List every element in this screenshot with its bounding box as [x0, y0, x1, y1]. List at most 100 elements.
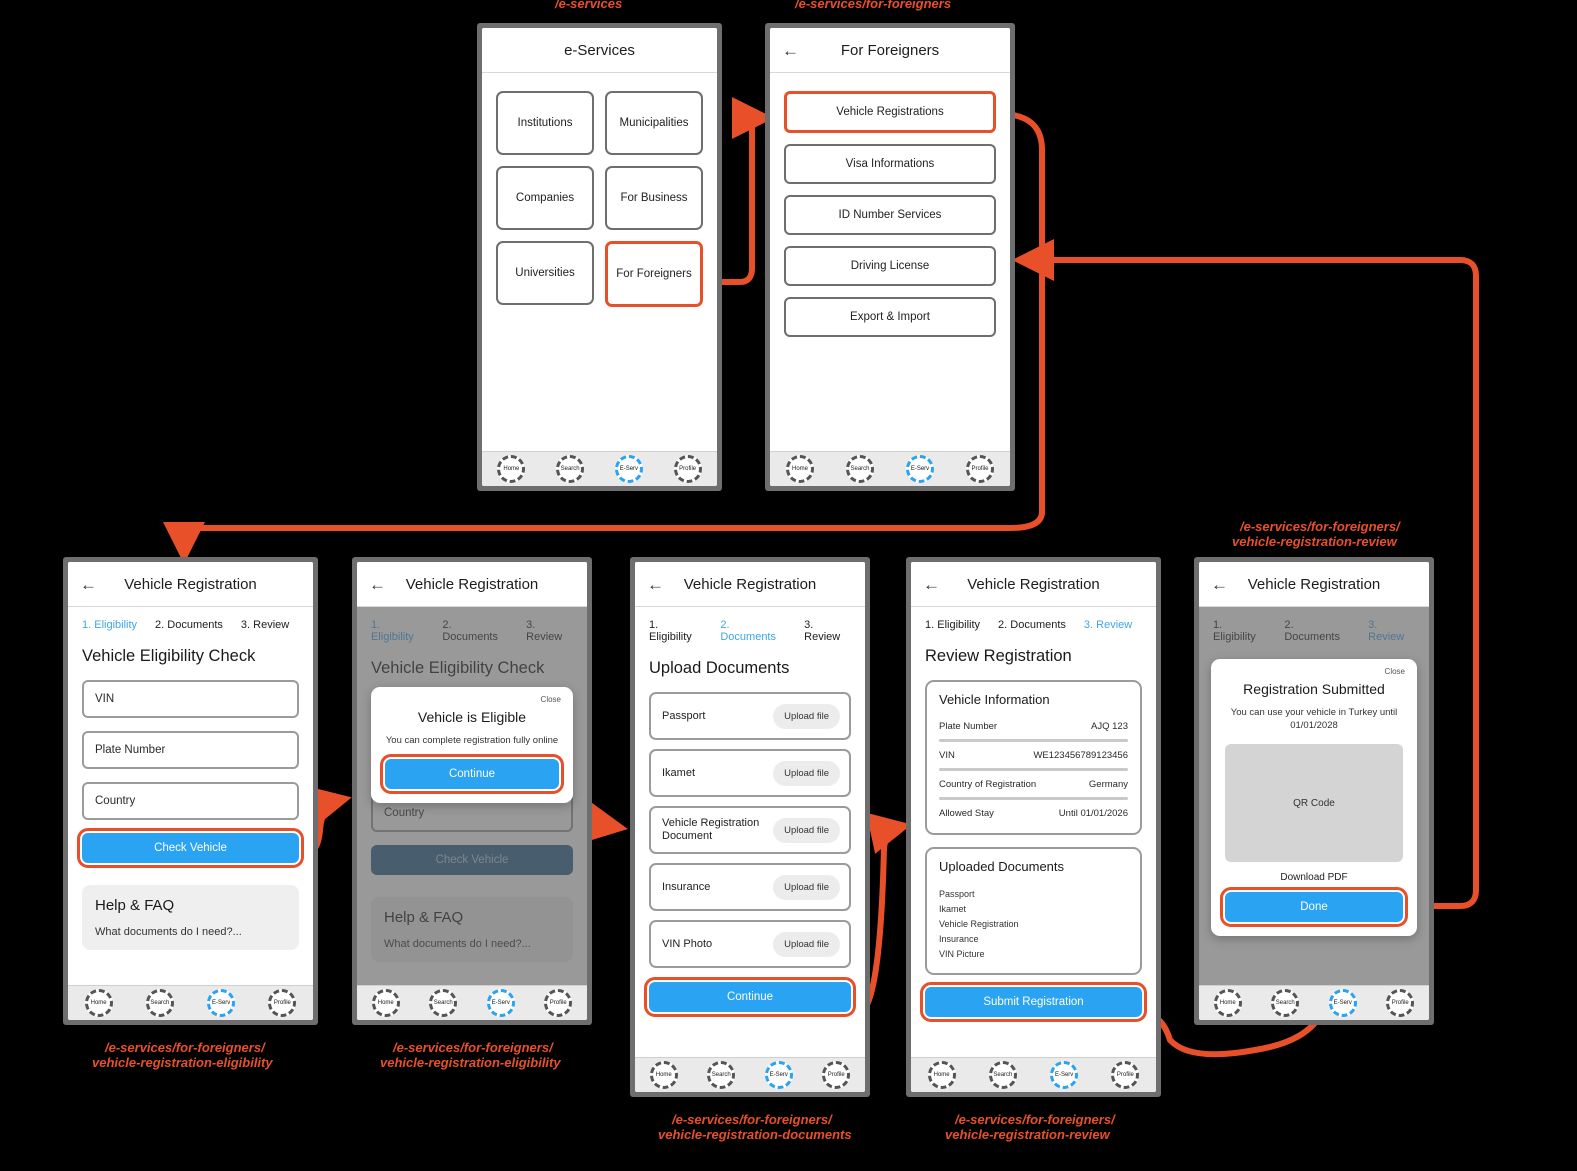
uploaded-document-item: Passport: [939, 888, 975, 899]
nav-eservices-icon[interactable]: E-Serv: [906, 455, 934, 483]
nav-profile-icon[interactable]: Profile: [966, 455, 994, 483]
tile-municipalities[interactable]: Municipalities: [605, 91, 703, 155]
nav-search-icon[interactable]: Search: [988, 1061, 1017, 1089]
menu-vehicle-registrations[interactable]: Vehicle Registrations: [784, 91, 996, 133]
page-title: Vehicle Registration: [967, 575, 1100, 593]
nav-home-icon[interactable]: Home: [84, 989, 113, 1017]
document-row-passport: Passport Upload file: [649, 692, 851, 740]
uploaded-documents-card: Uploaded Documents Passport Ikamet Vehic…: [925, 847, 1142, 975]
nav-profile-icon[interactable]: Profile: [1111, 1061, 1140, 1089]
info-key: VIN: [939, 750, 955, 761]
step-documents[interactable]: 2. Documents: [998, 619, 1066, 631]
info-key: Allowed Stay: [939, 808, 994, 819]
vehicle-eligible-modal: Close Vehicle is Eligible You can comple…: [371, 687, 573, 803]
nav-search-icon[interactable]: Search: [846, 455, 874, 483]
phone-eligibility-modal: ← Vehicle Registration 1. Eligibility 2.…: [352, 557, 592, 1025]
vin-input[interactable]: VIN: [82, 680, 299, 718]
step-eligibility[interactable]: 1. Eligibility: [649, 619, 692, 643]
nav-eservices-icon[interactable]: E-Serv: [1328, 989, 1357, 1017]
tile-universities[interactable]: Universities: [496, 241, 594, 305]
check-vehicle-button[interactable]: Check Vehicle: [77, 828, 304, 868]
tile-institutions[interactable]: Institutions: [496, 91, 594, 155]
info-row-allowed-stay: Allowed Stay Until 01/01/2026: [939, 806, 1128, 821]
help-faq-card: Help & FAQ What documents do I need?...: [82, 885, 299, 950]
nav-home-icon[interactable]: Home: [497, 455, 526, 483]
step-eligibility[interactable]: 1. Eligibility: [82, 619, 138, 631]
step-documents[interactable]: 2. Documents: [720, 619, 776, 643]
nav-search-icon[interactable]: Search: [429, 989, 458, 1017]
nav-profile-icon[interactable]: Profile: [1386, 989, 1415, 1017]
upload-file-button[interactable]: Upload file: [773, 760, 840, 786]
step-review[interactable]: 3. Review: [240, 619, 290, 631]
nav-home-icon[interactable]: Home: [649, 1061, 678, 1089]
step-documents[interactable]: 2. Documents: [155, 619, 223, 631]
appbar-vehicle-registration: ← Vehicle Registration: [911, 562, 1156, 607]
faq-item[interactable]: What documents do I need?...: [95, 926, 242, 938]
country-input[interactable]: Country: [82, 782, 299, 820]
step-review[interactable]: 3. Review: [1083, 619, 1133, 631]
page-title: e-Services: [564, 41, 635, 59]
download-pdf-link[interactable]: Download PDF: [1280, 872, 1348, 883]
nav-eservices-icon[interactable]: E-Serv: [486, 989, 515, 1017]
wizard-steps: 1. Eligibility 2. Documents 3. Review: [925, 607, 1142, 631]
nav-home-icon[interactable]: Home: [927, 1061, 956, 1089]
eservices-tile-grid: Institutions Municipalities Companies Fo…: [496, 73, 703, 307]
back-arrow-icon[interactable]: ←: [1211, 574, 1228, 594]
continue-button[interactable]: Continue: [644, 977, 856, 1017]
menu-driving-license[interactable]: Driving License: [784, 246, 996, 286]
back-arrow-icon[interactable]: ←: [923, 574, 940, 594]
card-title: Vehicle Information: [939, 692, 1050, 707]
nav-search-icon[interactable]: Search: [145, 989, 174, 1017]
back-arrow-icon[interactable]: ←: [782, 40, 799, 60]
back-arrow-icon[interactable]: ←: [647, 574, 664, 594]
upload-file-button[interactable]: Upload file: [773, 874, 840, 900]
menu-id-number-services[interactable]: ID Number Services: [784, 195, 996, 235]
divider: [939, 739, 1128, 742]
bottom-nav: Home Search E-Serv Profile: [911, 1057, 1156, 1092]
tile-for-foreigners[interactable]: For Foreigners: [605, 241, 703, 307]
bottom-nav: Home Search E-Serv Profile: [635, 1057, 865, 1092]
nav-search-icon[interactable]: Search: [707, 1061, 736, 1089]
nav-home-icon[interactable]: Home: [371, 989, 400, 1017]
done-button[interactable]: Done: [1220, 887, 1408, 927]
nav-profile-icon[interactable]: Profile: [268, 989, 297, 1017]
upload-file-button[interactable]: Upload file: [773, 703, 840, 729]
nav-home-icon[interactable]: Home: [786, 455, 814, 483]
modal-body: You can complete registration fully onli…: [385, 735, 559, 746]
tile-for-business[interactable]: For Business: [605, 166, 703, 230]
step-review[interactable]: 3. Review: [804, 619, 841, 643]
step-eligibility[interactable]: 1. Eligibility: [925, 619, 981, 631]
nav-search-icon[interactable]: Search: [1271, 989, 1300, 1017]
plate-number-input[interactable]: Plate Number: [82, 731, 299, 769]
tile-companies[interactable]: Companies: [496, 166, 594, 230]
menu-visa-informations[interactable]: Visa Informations: [784, 144, 996, 184]
nav-profile-icon[interactable]: Profile: [673, 455, 702, 483]
back-arrow-icon[interactable]: ←: [80, 574, 97, 594]
close-button[interactable]: Close: [540, 695, 561, 704]
nav-search-icon[interactable]: Search: [556, 455, 585, 483]
annotation-eligibility-2-line1: /e-services/for-foreigners/: [393, 1040, 553, 1055]
close-button[interactable]: Close: [1384, 667, 1405, 676]
nav-home-icon[interactable]: Home: [1213, 989, 1242, 1017]
menu-export-import[interactable]: Export & Import: [784, 297, 996, 337]
submit-registration-button[interactable]: Submit Registration: [920, 982, 1147, 1022]
nav-eservices-icon[interactable]: E-Serv: [1050, 1061, 1079, 1089]
nav-profile-icon[interactable]: Profile: [822, 1061, 851, 1089]
uploaded-document-item: Ikamet: [939, 903, 967, 914]
document-label: Ikamet: [662, 766, 696, 779]
modal-title: Vehicle is Eligible: [417, 709, 527, 725]
document-label: Insurance: [662, 880, 711, 893]
section-heading: Upload Documents: [649, 659, 790, 677]
nav-eservices-icon[interactable]: E-Serv: [614, 455, 643, 483]
nav-profile-icon[interactable]: Profile: [544, 989, 573, 1017]
continue-button[interactable]: Continue: [380, 754, 564, 794]
nav-eservices-icon[interactable]: E-Serv: [207, 989, 236, 1017]
document-label: Passport: [662, 709, 706, 722]
review-body: 1. Eligibility 2. Documents 3. Review Re…: [911, 607, 1156, 1057]
section-heading: Review Registration: [925, 647, 1072, 665]
document-label: Vehicle Registration Document: [662, 817, 760, 842]
upload-file-button[interactable]: Upload file: [773, 817, 840, 843]
upload-file-button[interactable]: Upload file: [773, 931, 840, 957]
back-arrow-icon[interactable]: ←: [369, 574, 386, 594]
nav-eservices-icon[interactable]: E-Serv: [764, 1061, 793, 1089]
